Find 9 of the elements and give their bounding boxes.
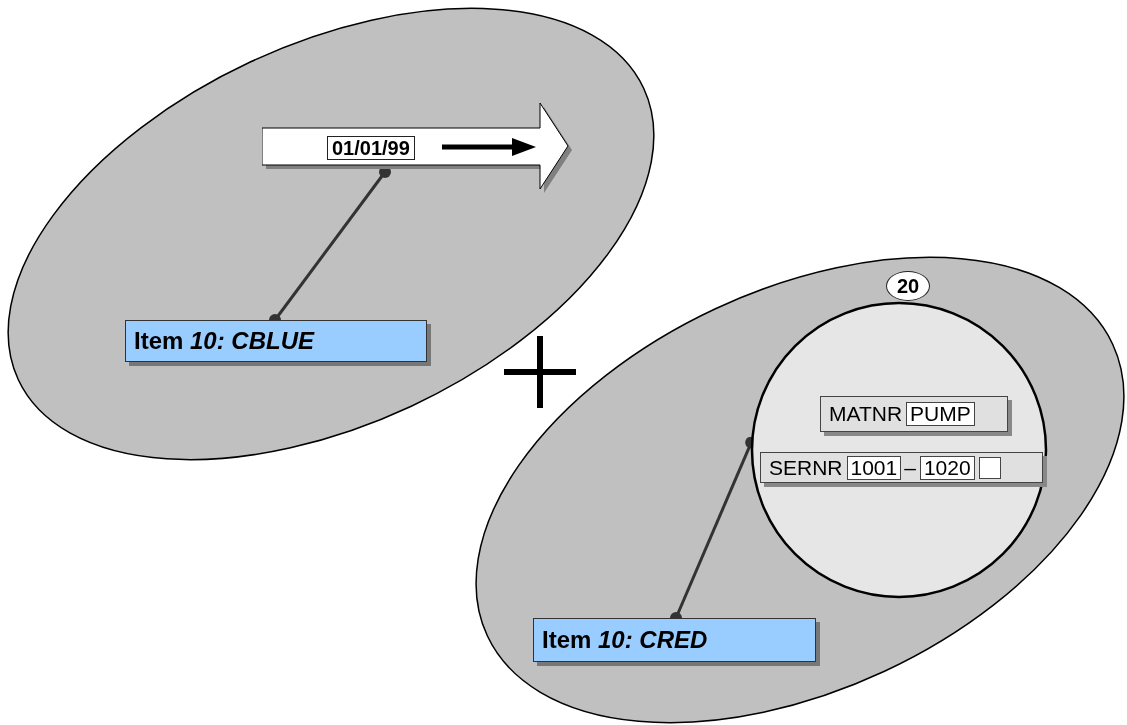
item-label: Item 10: CBLUE <box>134 327 315 355</box>
field-name: MATNR <box>829 402 903 426</box>
range-dash: – <box>904 455 916 480</box>
field-value: PUMP <box>906 402 975 426</box>
field-value: 1001 <box>846 455 902 480</box>
item-label: Item 10: CRED <box>542 626 708 654</box>
date-field: 01/01/99 <box>327 136 415 160</box>
field-value: 1020 <box>919 455 975 480</box>
field-name: SERNR <box>769 455 843 480</box>
